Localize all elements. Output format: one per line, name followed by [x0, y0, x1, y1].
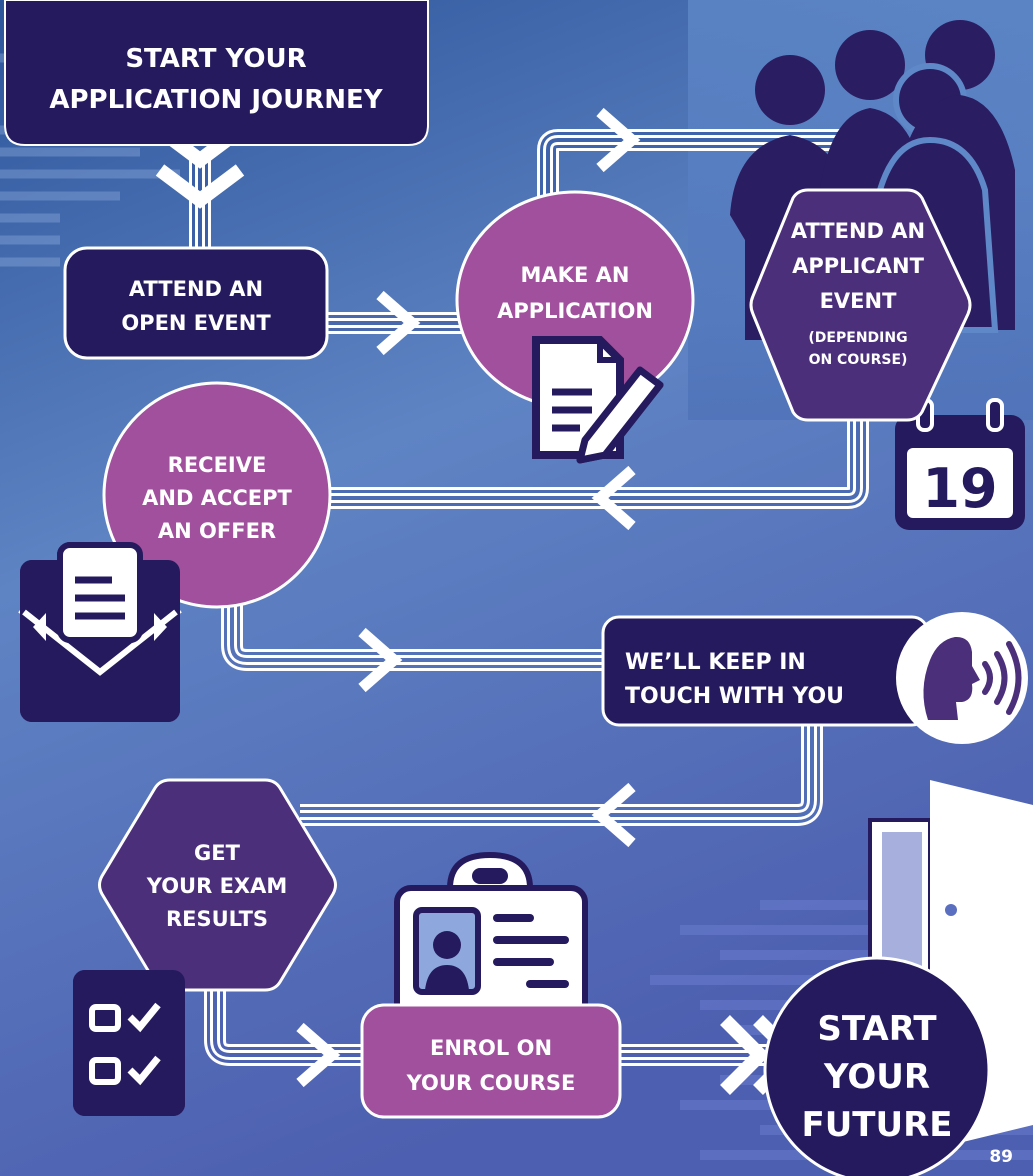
- step-make-application: MAKE AN APPLICATION: [455, 190, 695, 410]
- step-receive-offer-line3: AN OFFER: [158, 519, 276, 543]
- step-start-future-line2: YOUR: [823, 1057, 930, 1097]
- envelope-letter-icon-front: [20, 542, 180, 722]
- track-keep-in-touch-to-exam: [300, 720, 823, 826]
- page-number: 89: [989, 1147, 1013, 1167]
- chevron-right-future-1: [720, 1015, 770, 1095]
- step-keep-in-touch: WE’LL KEEP IN TOUCH WITH YOU: [601, 615, 930, 727]
- checklist-icon-front: [73, 970, 185, 1116]
- step-start-journey: START YOUR APPLICATION JOURNEY: [4, 0, 429, 146]
- chevron-right-touch: [358, 627, 403, 693]
- step-enrol: ENROL ON YOUR COURSE: [360, 1003, 622, 1119]
- chevron-left-offer: [591, 465, 636, 531]
- document-pen-icon-front: [532, 336, 664, 464]
- step-make-application-line2: APPLICATION: [497, 299, 653, 323]
- chevron-right-top: [596, 107, 641, 173]
- flow-chevrons: [155, 107, 803, 1095]
- chevron-right-open-event: [376, 290, 421, 356]
- step-applicant-event-note1: (DEPENDING: [808, 330, 907, 346]
- step-make-application-line1: MAKE AN: [521, 263, 630, 287]
- track-exam-to-enrol: [204, 990, 380, 1066]
- connector-tracks: [189, 129, 869, 1066]
- step-keep-in-touch-line2: TOUCH WITH YOU: [625, 684, 844, 709]
- calendar-icon: 19: [895, 398, 1025, 530]
- id-badge-icon: [394, 851, 588, 1026]
- step-applicant-event-note2: ON COURSE): [809, 352, 908, 368]
- step-open-event: ATTEND AN OPEN EVENT: [63, 246, 329, 360]
- step-exam-results-line2: YOUR EXAM: [146, 874, 288, 898]
- track-applicant-event-to-offer: [300, 420, 869, 509]
- step-keep-in-touch-line1: WE’LL KEEP IN: [625, 650, 806, 675]
- chevron-left-exam: [591, 782, 636, 848]
- step-exam-results: GET YOUR EXAM RESULTS: [98, 778, 337, 992]
- step-exam-results-line3: RESULTS: [166, 907, 268, 931]
- step-open-event-line1: ATTEND AN: [129, 277, 263, 301]
- step-applicant-event-line2: APPLICANT: [792, 254, 924, 278]
- chevron-right-enrol: [296, 1022, 341, 1088]
- step-exam-results-line1: GET: [194, 841, 241, 865]
- step-start-future: START YOUR FUTURE: [763, 956, 991, 1176]
- step-start-journey-line1: START YOUR: [125, 44, 306, 74]
- step-receive-offer-line2: AND ACCEPT: [142, 486, 292, 510]
- step-open-event-line2: OPEN EVENT: [121, 311, 271, 335]
- step-enrol-line1: ENROL ON: [430, 1036, 552, 1060]
- track-offer-to-keep-in-touch: [221, 600, 620, 671]
- chevron-down-2: [155, 164, 245, 209]
- step-applicant-event-line3: EVENT: [820, 289, 898, 313]
- step-receive-offer-line1: RECEIVE: [168, 453, 267, 477]
- speaking-head-icon: [896, 612, 1028, 744]
- step-enrol-line2: YOUR COURSE: [406, 1071, 576, 1095]
- background-stripes-left: [0, 53, 180, 267]
- step-receive-offer: RECEIVE AND ACCEPT AN OFFER: [102, 381, 332, 609]
- step-applicant-event-line1: ATTEND AN: [791, 219, 925, 243]
- step-start-future-line3: FUTURE: [801, 1105, 952, 1145]
- step-applicant-event: ATTEND AN APPLICANT EVENT (DEPENDING ON …: [749, 188, 972, 422]
- step-start-journey-line2: APPLICATION JOURNEY: [49, 85, 383, 115]
- calendar-day: 19: [922, 457, 997, 520]
- step-start-future-line1: START: [817, 1009, 937, 1049]
